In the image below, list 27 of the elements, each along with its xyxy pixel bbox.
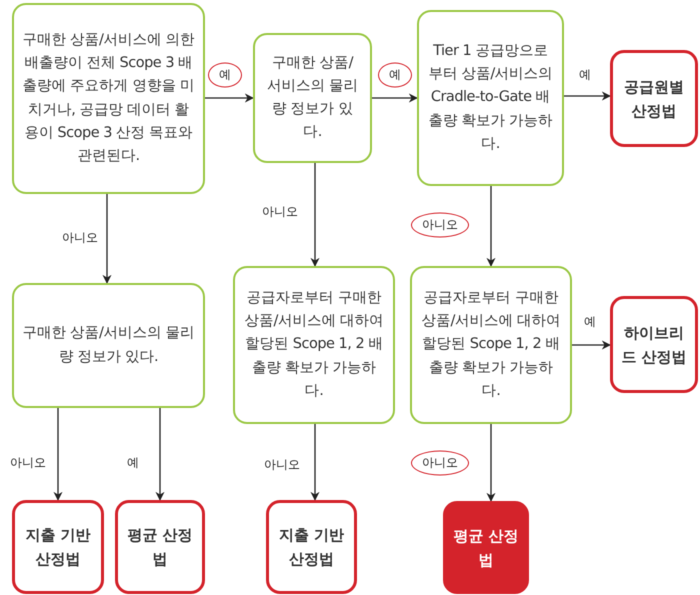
- decision-box: 공급자로부터 구매한 상품/서비스에 대하여 할당된 Scope 1, 2 배출량 확보가 가능하다.: [233, 266, 395, 424]
- decision-box: 구매한 상품/ 서비스의 물리량 정보가 있다.: [253, 33, 372, 163]
- arrow: [205, 93, 254, 103]
- arrow: [564, 91, 611, 101]
- edge-label: 예: [378, 62, 412, 88]
- edge-label: 아니오: [411, 450, 469, 476]
- decision-box: 공급자로부터 구매한 상품/서비스에 대하여 할당된 Scope 1, 2 배출량 확보가 가능하다.: [410, 266, 572, 424]
- arrow: [310, 424, 320, 501]
- result-box: 지출 기반 산정법: [12, 500, 104, 594]
- result-box: 지출 기반 산정법: [266, 500, 357, 594]
- arrow: [572, 340, 611, 350]
- arrow: [486, 186, 496, 267]
- arrow: [53, 408, 63, 501]
- arrow: [102, 194, 112, 284]
- arrow: [486, 424, 496, 502]
- result-box: 하이브리드 산정법: [610, 296, 698, 393]
- decision-box: 구매한 상품/서비스의 물리량 정보가 있다.: [12, 283, 205, 408]
- arrow: [310, 163, 320, 267]
- arrow: [155, 408, 165, 501]
- decision-box: Tier 1 공급망으로부터 상품/서비스의 Cradle-to-Gate 배출량 확보가 가능하다.: [417, 10, 564, 186]
- decision-box: 구매한 상품/서비스에 의한 배출량이 전체 Scope 3 배출량에 주요하게 영향을 미치거나, 공급망 데이터 활용이 Scope 3 산정 목표와 관련된다.: [12, 3, 205, 194]
- arrow: [372, 93, 418, 103]
- result-box: 평균 산정법: [443, 501, 529, 594]
- result-box: 평균 산정법: [115, 500, 205, 594]
- edge-label: 아니오: [411, 212, 469, 238]
- result-box: 공급원별 산정법: [610, 50, 698, 147]
- edge-label: 예: [208, 62, 242, 88]
